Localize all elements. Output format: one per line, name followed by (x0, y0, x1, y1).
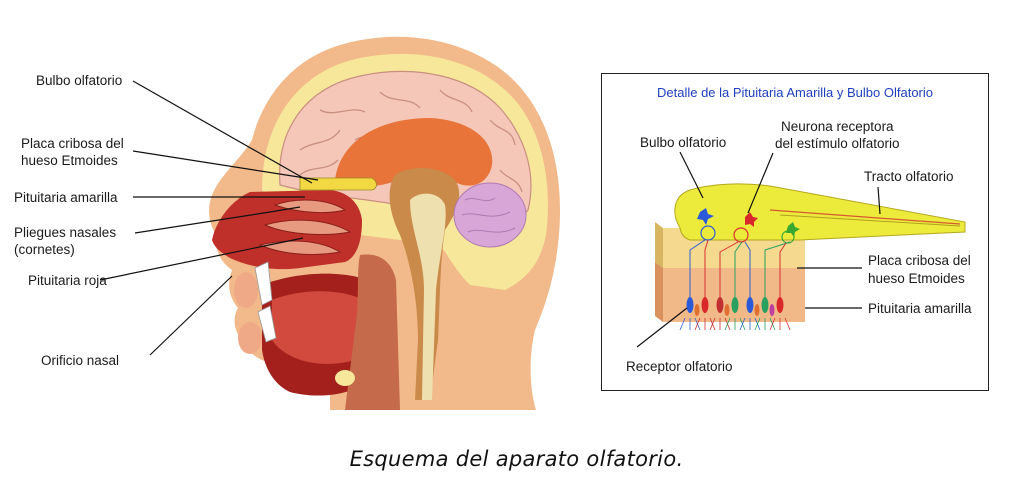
turbinates (258, 199, 352, 255)
receptor-axons (689, 239, 791, 300)
detail-label-neurona-line2: del estímulo olfatorio (775, 136, 900, 151)
detail-label-tracto: Tracto olfatorio (864, 169, 954, 184)
detail-label-neurona-line1: Neurona receptora (781, 119, 894, 134)
label-pituitaria-roja: Pituitaria roja (28, 273, 107, 288)
receptor-cells (686, 297, 784, 316)
olfactory-bulb-shape (674, 183, 966, 241)
detail-label-bulbo: Bulbo olfatorio (640, 135, 727, 150)
olfactory-bulb-strip (299, 177, 377, 191)
corpus-callosum (335, 118, 493, 187)
lips (234, 272, 262, 354)
neck-vertebra (335, 370, 355, 386)
head-illustration (209, 36, 560, 410)
cerebellum (453, 182, 527, 248)
detail-panel (601, 73, 989, 391)
placa-cribosa-side (655, 222, 663, 268)
detail-label-placa-line2: hueso Etmoides (868, 271, 965, 286)
pituitaria-block-side (655, 262, 663, 322)
cerebellum-folds (461, 197, 516, 233)
label-pliegues-line1: Pliegues nasales (14, 225, 117, 240)
label-orificio-nasal: Orificio nasal (41, 353, 120, 368)
bulb-neurons (697, 208, 800, 237)
tract-fiber-2 (779, 214, 961, 227)
tract-fiber (769, 209, 961, 225)
detail-illustration (655, 183, 966, 331)
pharynx (345, 254, 400, 410)
label-pliegues-line2: (cornetes) (14, 242, 75, 257)
spinal-cord (410, 193, 446, 400)
detail-label-receptor: Receptor olfatorio (626, 359, 733, 374)
detail-label-pituitaria: Pituitaria amarilla (868, 301, 972, 316)
head-leader-lines (99, 80, 319, 356)
label-placa-cribosa-line2: hueso Etmoides (21, 153, 118, 168)
cilia (679, 317, 791, 331)
detail-panel-title: Detalle de la Pituitaria Amarilla y Bulb… (656, 85, 934, 100)
label-bulbo-olfatorio: Bulbo olfatorio (36, 73, 123, 88)
label-pituitaria-amarilla: Pituitaria amarilla (14, 190, 118, 205)
detail-leader-lines (636, 151, 881, 348)
detail-label-placa-line1: Placa cribosa del (868, 253, 971, 268)
label-placa-cribosa-line1: Placa cribosa del (21, 136, 124, 151)
figure-caption: Esquema del aparato olfatorio. (349, 447, 684, 471)
teeth (254, 261, 277, 343)
